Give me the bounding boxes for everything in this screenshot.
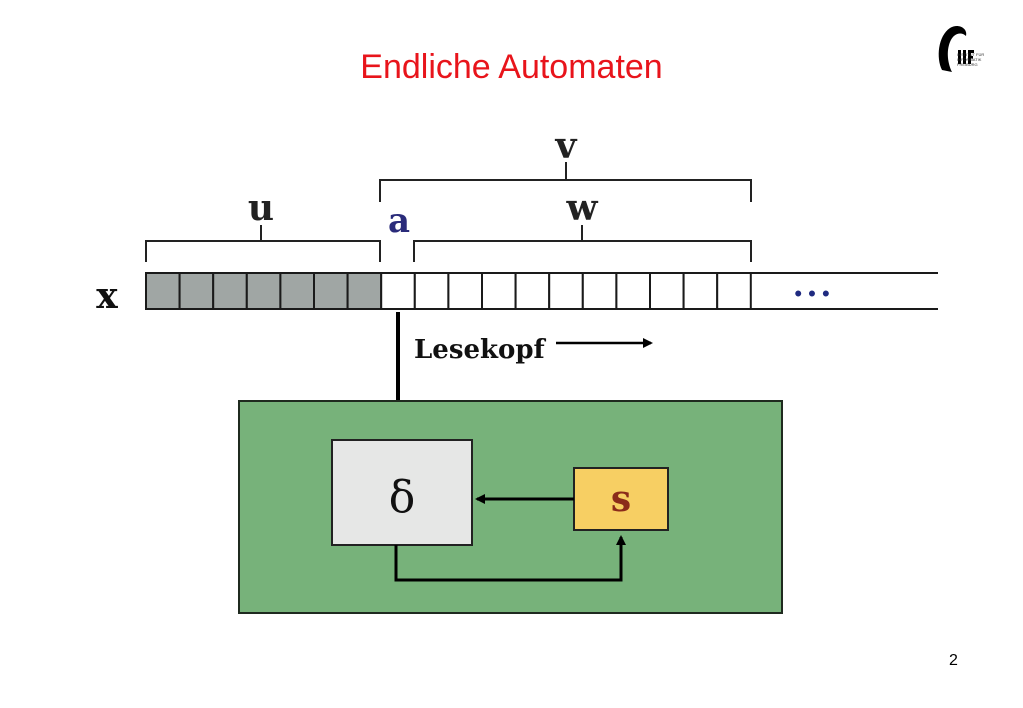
segment-u-label: u — [248, 187, 274, 229]
tape-cell-unread — [615, 272, 652, 310]
brace-v — [379, 162, 752, 202]
logo-caption: INSTITUT FÜR INFORMATIK FREIBURG — [957, 52, 997, 67]
current-symbol-label: a — [388, 201, 410, 241]
tape-cell-unread — [649, 272, 685, 310]
brace-w — [413, 225, 752, 262]
tape-cell-read — [212, 272, 248, 310]
tape-cell-read — [346, 272, 383, 310]
slide-title: Endliche Automaten — [360, 48, 663, 86]
iif-logo — [932, 22, 994, 78]
tape-cell-read — [145, 272, 181, 310]
tape-cell-unread — [413, 272, 450, 310]
brace-u — [145, 225, 381, 262]
tape-cell-read — [245, 272, 282, 310]
logo-caption-line: INFORMATIK — [957, 57, 982, 62]
segment-w-label: w — [566, 187, 599, 229]
tape-open-end — [750, 272, 938, 310]
tape-cell-unread — [481, 272, 517, 310]
logo-caption-line: INSTITUT FÜR — [957, 52, 985, 57]
read-head-label: Lesekopf — [414, 335, 547, 365]
control-unit-box — [238, 400, 783, 614]
tape-label: x — [96, 275, 118, 317]
tape-cell-unread — [682, 272, 719, 310]
tape-cell-unread — [581, 272, 618, 310]
transition-function-box — [331, 439, 473, 546]
tape-cell-read — [313, 272, 349, 310]
tape-cell-read — [279, 272, 315, 310]
tape-cell-current — [380, 272, 416, 310]
tape-cell-unread — [548, 272, 584, 310]
transition-function-label: δ — [389, 472, 416, 523]
page-number: 2 — [949, 652, 958, 669]
tape-cell-unread — [716, 272, 752, 310]
segment-v-label: v — [555, 125, 578, 167]
tape-cell-unread — [514, 272, 551, 310]
tape-ellipsis: • • • — [794, 281, 829, 306]
iif-logo-mark — [938, 25, 974, 72]
logo-caption-line: FREIBURG — [957, 62, 978, 67]
state-label: s — [611, 478, 631, 520]
input-tape — [145, 272, 938, 310]
tape-cell-unread — [447, 272, 483, 310]
tape-cell-read — [178, 272, 215, 310]
delta-to-state-arrow — [394, 535, 626, 582]
